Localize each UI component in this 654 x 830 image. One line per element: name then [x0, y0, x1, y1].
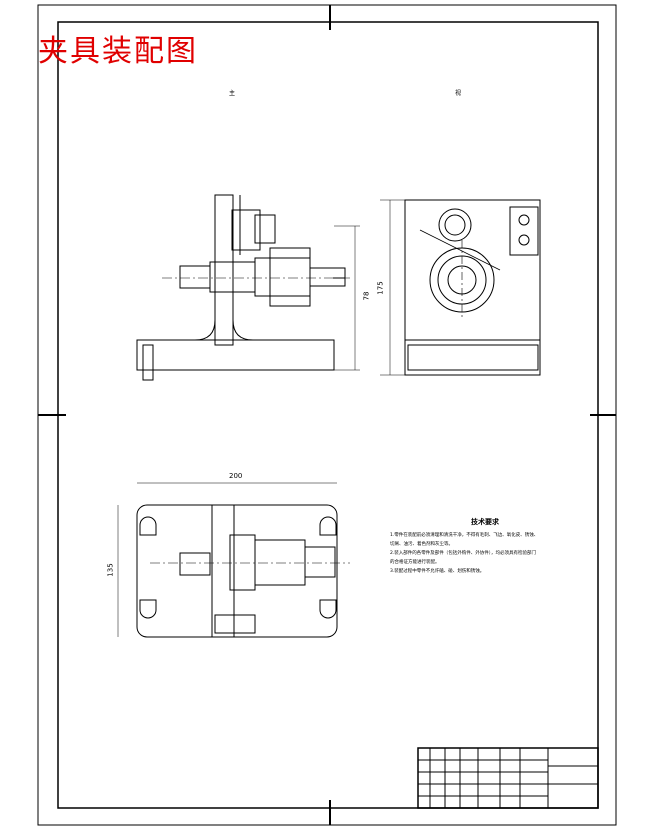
- technical-note-line: 切屑、油污、着色剂和灰尘等。: [390, 542, 453, 547]
- drawing-title: 夹具装配图: [38, 34, 198, 69]
- outer-border: [37, 4, 617, 826]
- title-block: [417, 747, 599, 809]
- side-view: [380, 199, 541, 376]
- inner-border: [57, 21, 599, 809]
- technical-note-line: 1.零件在装配前必须清理和清洗干净，不得有毛刺、飞边、氧化皮、锈蚀、: [390, 533, 539, 538]
- dimension-top-height: 135: [106, 563, 115, 577]
- dimension-top-width: 200: [229, 472, 243, 480]
- view-label-left: 主: [229, 90, 236, 97]
- technical-note-line: 的合格证方能进行装配。: [390, 560, 440, 565]
- view-label-right: 视: [455, 90, 462, 97]
- technical-notes: 技术要求 1.零件在装配前必须清理和清洗干净，不得有毛刺、飞边、氧化皮、锈蚀、 …: [390, 518, 580, 576]
- technical-notes-heading: 技术要求: [471, 518, 499, 526]
- dimension-front-height: 78: [362, 291, 371, 301]
- top-view: [117, 482, 350, 638]
- technical-note-line: 3.装配过程中零件不允许磕、碰、划伤和锈蚀。: [390, 569, 485, 574]
- front-view: [136, 194, 360, 381]
- dimension-side-height: 175: [376, 281, 385, 295]
- technical-note-line: 2.装入部件的各零件及部件（包括外购件、外协件），均必须具有检验部门: [390, 551, 537, 556]
